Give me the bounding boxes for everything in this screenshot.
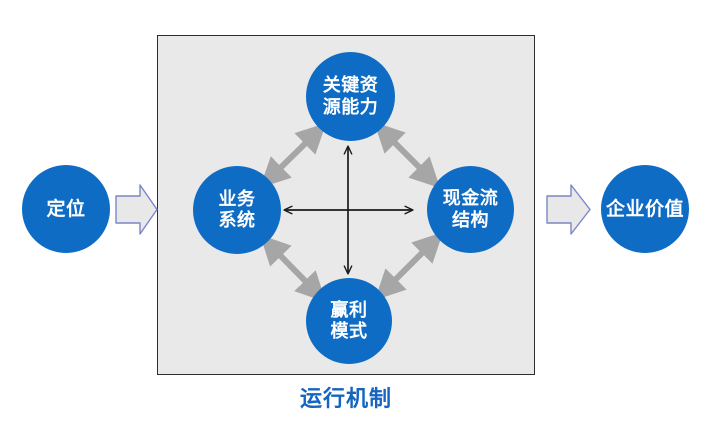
node-profit-model[interactable]: 赢利 模式 bbox=[306, 278, 392, 364]
node-cashflow-structure[interactable]: 现金流 结构 bbox=[427, 166, 514, 253]
node-enterprise-value-label: 企业价值 bbox=[605, 197, 684, 220]
node-positioning-label: 定位 bbox=[46, 197, 86, 220]
node-cashflow-structure-label: 现金流 结构 bbox=[442, 188, 499, 231]
node-positioning[interactable]: 定位 bbox=[22, 165, 110, 253]
block-arrow-input-icon bbox=[115, 184, 158, 235]
node-enterprise-value[interactable]: 企业价值 bbox=[601, 165, 689, 253]
node-key-resources[interactable]: 关键资 源能力 bbox=[306, 52, 395, 141]
node-business-system[interactable]: 业务 系统 bbox=[193, 166, 281, 254]
node-key-resources-label: 关键资 源能力 bbox=[322, 75, 379, 118]
mechanism-caption: 运行机制 bbox=[299, 387, 392, 412]
block-arrow-output-icon bbox=[546, 184, 591, 235]
node-business-system-label: 业务 系统 bbox=[218, 188, 256, 231]
node-profit-model-label: 赢利 模式 bbox=[330, 299, 368, 342]
